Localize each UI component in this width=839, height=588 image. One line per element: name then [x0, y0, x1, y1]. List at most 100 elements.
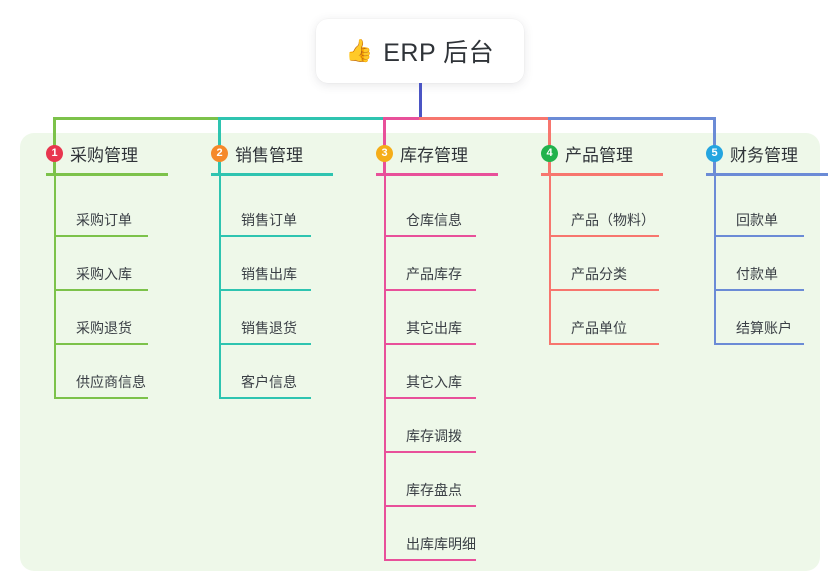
leaf-item[interactable]: 产品库存: [384, 237, 476, 291]
leaf-item[interactable]: 其它出库: [384, 291, 476, 345]
branch-title-5: 财务管理: [730, 145, 798, 165]
leaf-item-rule: [219, 289, 311, 291]
leaf-item-label: 销售出库: [241, 266, 297, 282]
branch-badge-1: 1: [46, 144, 63, 162]
leaf-item[interactable]: 库存调拨: [384, 399, 476, 453]
leaf-item-rule: [384, 235, 476, 237]
leaf-item[interactable]: 销售退货: [219, 291, 311, 345]
branch-title-1: 采购管理: [70, 145, 138, 165]
root-node-title: ERP 后台: [383, 39, 495, 67]
branch-bus-segment-3: [382, 117, 422, 120]
branch-spine-2: [219, 173, 221, 399]
branch-header-rule-3: [376, 173, 498, 176]
branch-header-rule-4: [541, 173, 663, 176]
leaf-item-rule: [54, 289, 148, 291]
root-node-content: 👍 ERP 后台: [346, 33, 494, 69]
branch-header-4[interactable]: 4 产品管理: [523, 133, 633, 173]
branch-header-2[interactable]: 2 销售管理: [193, 133, 303, 173]
leaf-item[interactable]: 出库库明细: [384, 507, 476, 561]
leaf-item-rule: [384, 505, 476, 507]
leaf-item-label: 采购订单: [76, 212, 132, 228]
branch-column-4: 4 产品管理产品（物料） 产品分类产品单位: [523, 133, 663, 345]
branch-title-4: 产品管理: [565, 145, 633, 165]
branch-header-rule-1: [46, 173, 168, 176]
branch-bus-segment-1: [52, 117, 221, 120]
leaf-item[interactable]: 销售出库: [219, 237, 311, 291]
leaf-item-rule: [54, 343, 148, 345]
leaf-item-rule: [384, 451, 476, 453]
leaf-item-label: 产品分类: [571, 266, 627, 282]
root-node[interactable]: 👍 ERP 后台: [316, 19, 524, 83]
branch-title-3: 库存管理: [400, 145, 468, 165]
branch-header-rule-5: [706, 173, 828, 176]
branch-badge-2: 2: [211, 144, 228, 162]
leaf-item-label: 库存盘点: [406, 482, 462, 498]
leaf-item[interactable]: 回款单: [714, 183, 804, 237]
leaf-item-rule: [714, 235, 804, 237]
leaf-item[interactable]: 其它入库: [384, 345, 476, 399]
branch-header-rule-2: [211, 173, 333, 176]
leaf-item[interactable]: 销售订单: [219, 183, 311, 237]
leaf-item-rule: [219, 397, 311, 399]
branch-column-2: 2 销售管理销售订单销售出库销售退货客户信息: [193, 133, 333, 399]
leaf-item[interactable]: 付款单: [714, 237, 804, 291]
branch-title-2: 销售管理: [235, 145, 303, 165]
leaf-item[interactable]: 产品（物料）: [549, 183, 659, 237]
leaf-item-rule: [384, 343, 476, 345]
branch-column-1: 1 采购管理采购订单采购入库采购退货供应商信息: [28, 133, 168, 399]
leaf-item[interactable]: 采购退货: [54, 291, 148, 345]
branch-spine-3: [384, 173, 386, 561]
branches-panel: [20, 133, 820, 571]
branch-bus-segment-5: [547, 117, 716, 120]
leaf-item-rule: [549, 343, 659, 345]
leaf-item-label: 产品（物料）: [571, 212, 655, 228]
leaf-item-label: 其它出库: [406, 320, 462, 336]
leaf-item-label: 结算账户: [736, 320, 792, 336]
root-stem-connector: [418, 83, 422, 120]
branch-badge-4: 4: [541, 144, 558, 162]
leaf-item-label: 付款单: [736, 266, 778, 282]
branch-bus-segment-2: [217, 117, 386, 120]
branch-header-1[interactable]: 1 采购管理: [28, 133, 138, 173]
leaf-item[interactable]: 采购订单: [54, 183, 148, 237]
leaf-item[interactable]: 产品单位: [549, 291, 659, 345]
leaf-item-rule: [384, 397, 476, 399]
leaf-item[interactable]: 客户信息: [219, 345, 311, 399]
branch-bus-segment-4: [418, 117, 551, 120]
leaf-item-rule: [714, 289, 804, 291]
thumbs-up-emoji: 👍: [345, 38, 374, 63]
leaf-item[interactable]: 产品分类: [549, 237, 659, 291]
leaf-item-label: 客户信息: [241, 374, 297, 390]
branch-column-5: 5 财务管理回款单付款单结算账户: [688, 133, 828, 345]
leaf-item-rule: [54, 397, 148, 399]
leaf-item-label: 出库库明细: [406, 536, 476, 552]
branch-header-5[interactable]: 5 财务管理: [688, 133, 798, 173]
leaf-item-rule: [714, 343, 804, 345]
leaf-item-rule: [384, 559, 476, 561]
leaf-item[interactable]: 采购入库: [54, 237, 148, 291]
leaf-item-label: 回款单: [736, 212, 778, 228]
leaf-item-label: 供应商信息: [76, 374, 146, 390]
leaf-item-label: 销售订单: [241, 212, 297, 228]
leaf-item-rule: [549, 235, 659, 237]
leaf-item-label: 产品库存: [406, 266, 462, 282]
branch-spine-5: [714, 173, 716, 345]
leaf-item-rule: [54, 235, 148, 237]
branch-spine-1: [54, 173, 56, 399]
branch-spine-4: [549, 173, 551, 345]
leaf-item-rule: [384, 289, 476, 291]
leaf-item[interactable]: 结算账户: [714, 291, 804, 345]
branch-badge-5: 5: [706, 144, 723, 162]
leaf-item-label: 库存调拨: [406, 428, 462, 444]
leaf-item[interactable]: 库存盘点: [384, 453, 476, 507]
leaf-item-rule: [219, 343, 311, 345]
leaf-item-rule: [549, 289, 659, 291]
leaf-item-label: 采购入库: [76, 266, 132, 282]
leaf-item[interactable]: 供应商信息: [54, 345, 148, 399]
leaf-item[interactable]: 仓库信息: [384, 183, 476, 237]
leaf-item-label: 产品单位: [571, 320, 627, 336]
leaf-item-label: 采购退货: [76, 320, 132, 336]
